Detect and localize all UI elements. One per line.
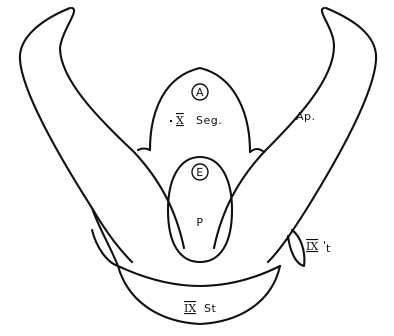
marker-e-label: E [196,166,203,179]
segment-side-right [250,149,264,152]
marker-a-label: A [196,86,204,99]
appendage-label: Ap. [296,110,316,123]
sternite-outer [118,266,280,324]
right-appendage-outer [268,8,376,262]
left-tergite-lobe [92,208,118,266]
sternite-suffix: St [204,302,216,315]
sternite-inner [118,266,280,286]
tenth-segment-outline [150,68,250,152]
segment-side-left [138,149,150,151]
tergite-suffix: t [326,242,331,255]
right-tergite-lobe [288,230,304,266]
segment-numeral: X [176,114,184,127]
segment-dot [170,120,172,122]
lobe-p-label: P [196,216,203,229]
tergite-numeral: IX [306,240,318,253]
left-appendage-inner [60,8,184,248]
sternite-numeral: IX [184,302,196,315]
segment-word: Seg. [196,114,222,127]
